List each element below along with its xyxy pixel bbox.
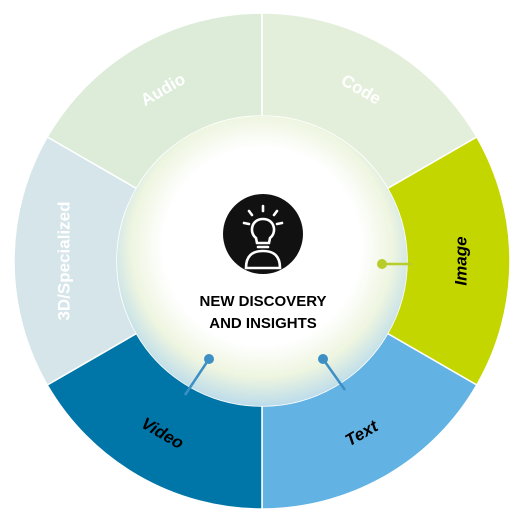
connector-video [183, 358, 211, 396]
lightbulb-person-icon [223, 194, 303, 274]
center-title-line1: NEW DISCOVERY [200, 293, 327, 310]
segment-label-image: Image [452, 236, 471, 285]
segment-3d-specialized[interactable] [13, 135, 138, 387]
segment-label-3d-specialized: 3D/Specialized [55, 201, 74, 320]
center-title-line2: AND INSIGHTS [209, 315, 317, 332]
connector-image-dot [377, 259, 387, 269]
connector-text-dot [318, 354, 328, 364]
connector-text [321, 358, 347, 391]
connector-video-dot [204, 354, 214, 364]
